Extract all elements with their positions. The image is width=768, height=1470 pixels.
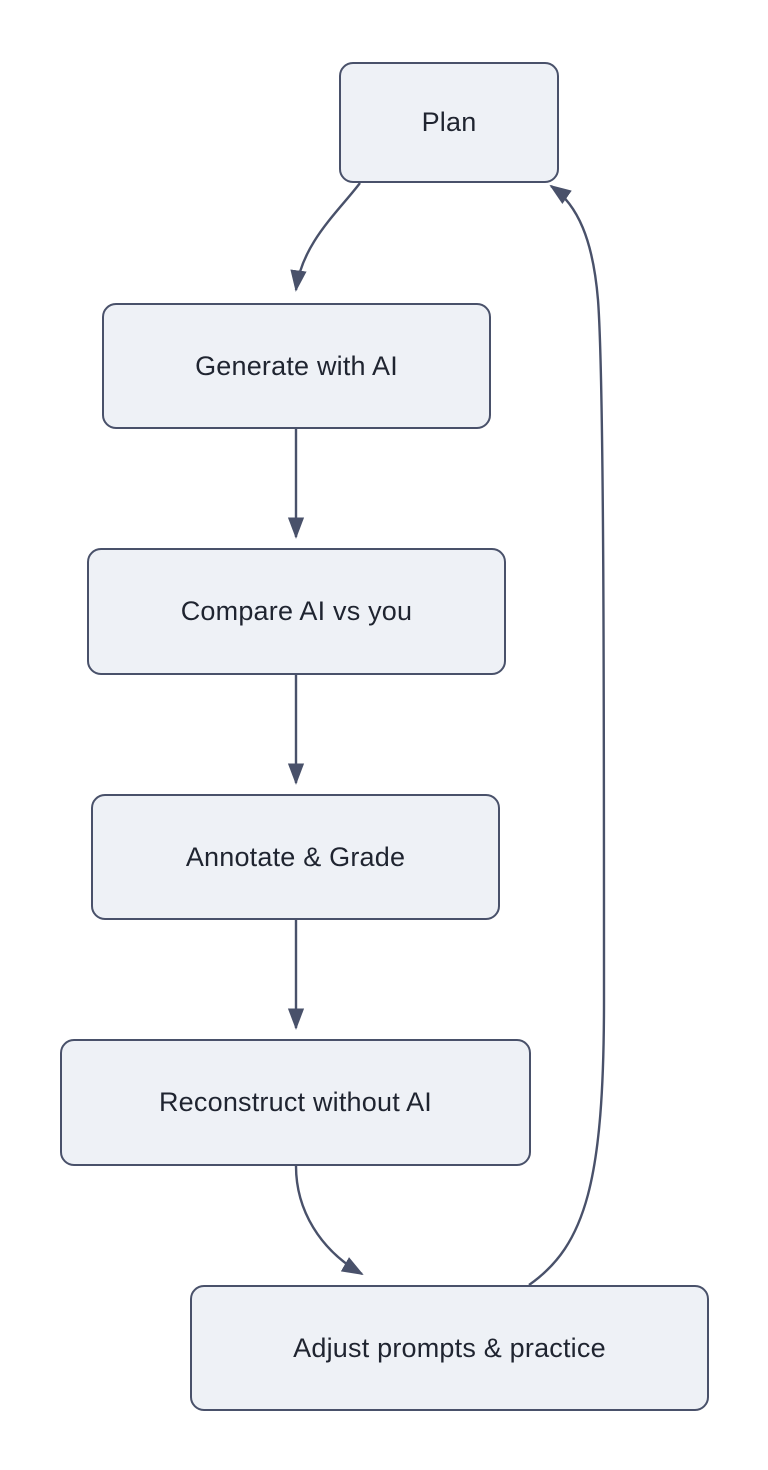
- node-generate-with-ai-label: Generate with AI: [195, 350, 398, 381]
- node-adjust-prompts-and-practice[interactable]: Adjust prompts & practice: [190, 1285, 709, 1411]
- node-annotate-and-grade-label: Annotate & Grade: [185, 841, 406, 872]
- node-plan-label: Plan: [421, 107, 477, 138]
- node-adjust-prompts-and-practice-label: Adjust prompts & practice: [293, 1332, 606, 1363]
- edge-reconstruct-to-adjust: [294, 1165, 364, 1276]
- node-generate-with-ai[interactable]: Generate with AI: [102, 303, 491, 429]
- node-reconstruct-without-ai-label: Reconstruct without AI: [158, 1087, 433, 1118]
- node-annotate-and-grade[interactable]: Annotate & Grade: [91, 794, 500, 920]
- edge-adjust-to-plan: [528, 184, 606, 1286]
- node-plan[interactable]: Plan: [339, 62, 559, 183]
- node-reconstruct-without-ai[interactable]: Reconstruct without AI: [60, 1039, 531, 1166]
- edge-plan-to-generate: [290, 182, 361, 292]
- node-compare-ai-vs-you[interactable]: Compare AI vs you: [87, 548, 506, 675]
- node-compare-ai-vs-you-label: Compare AI vs you: [180, 596, 413, 627]
